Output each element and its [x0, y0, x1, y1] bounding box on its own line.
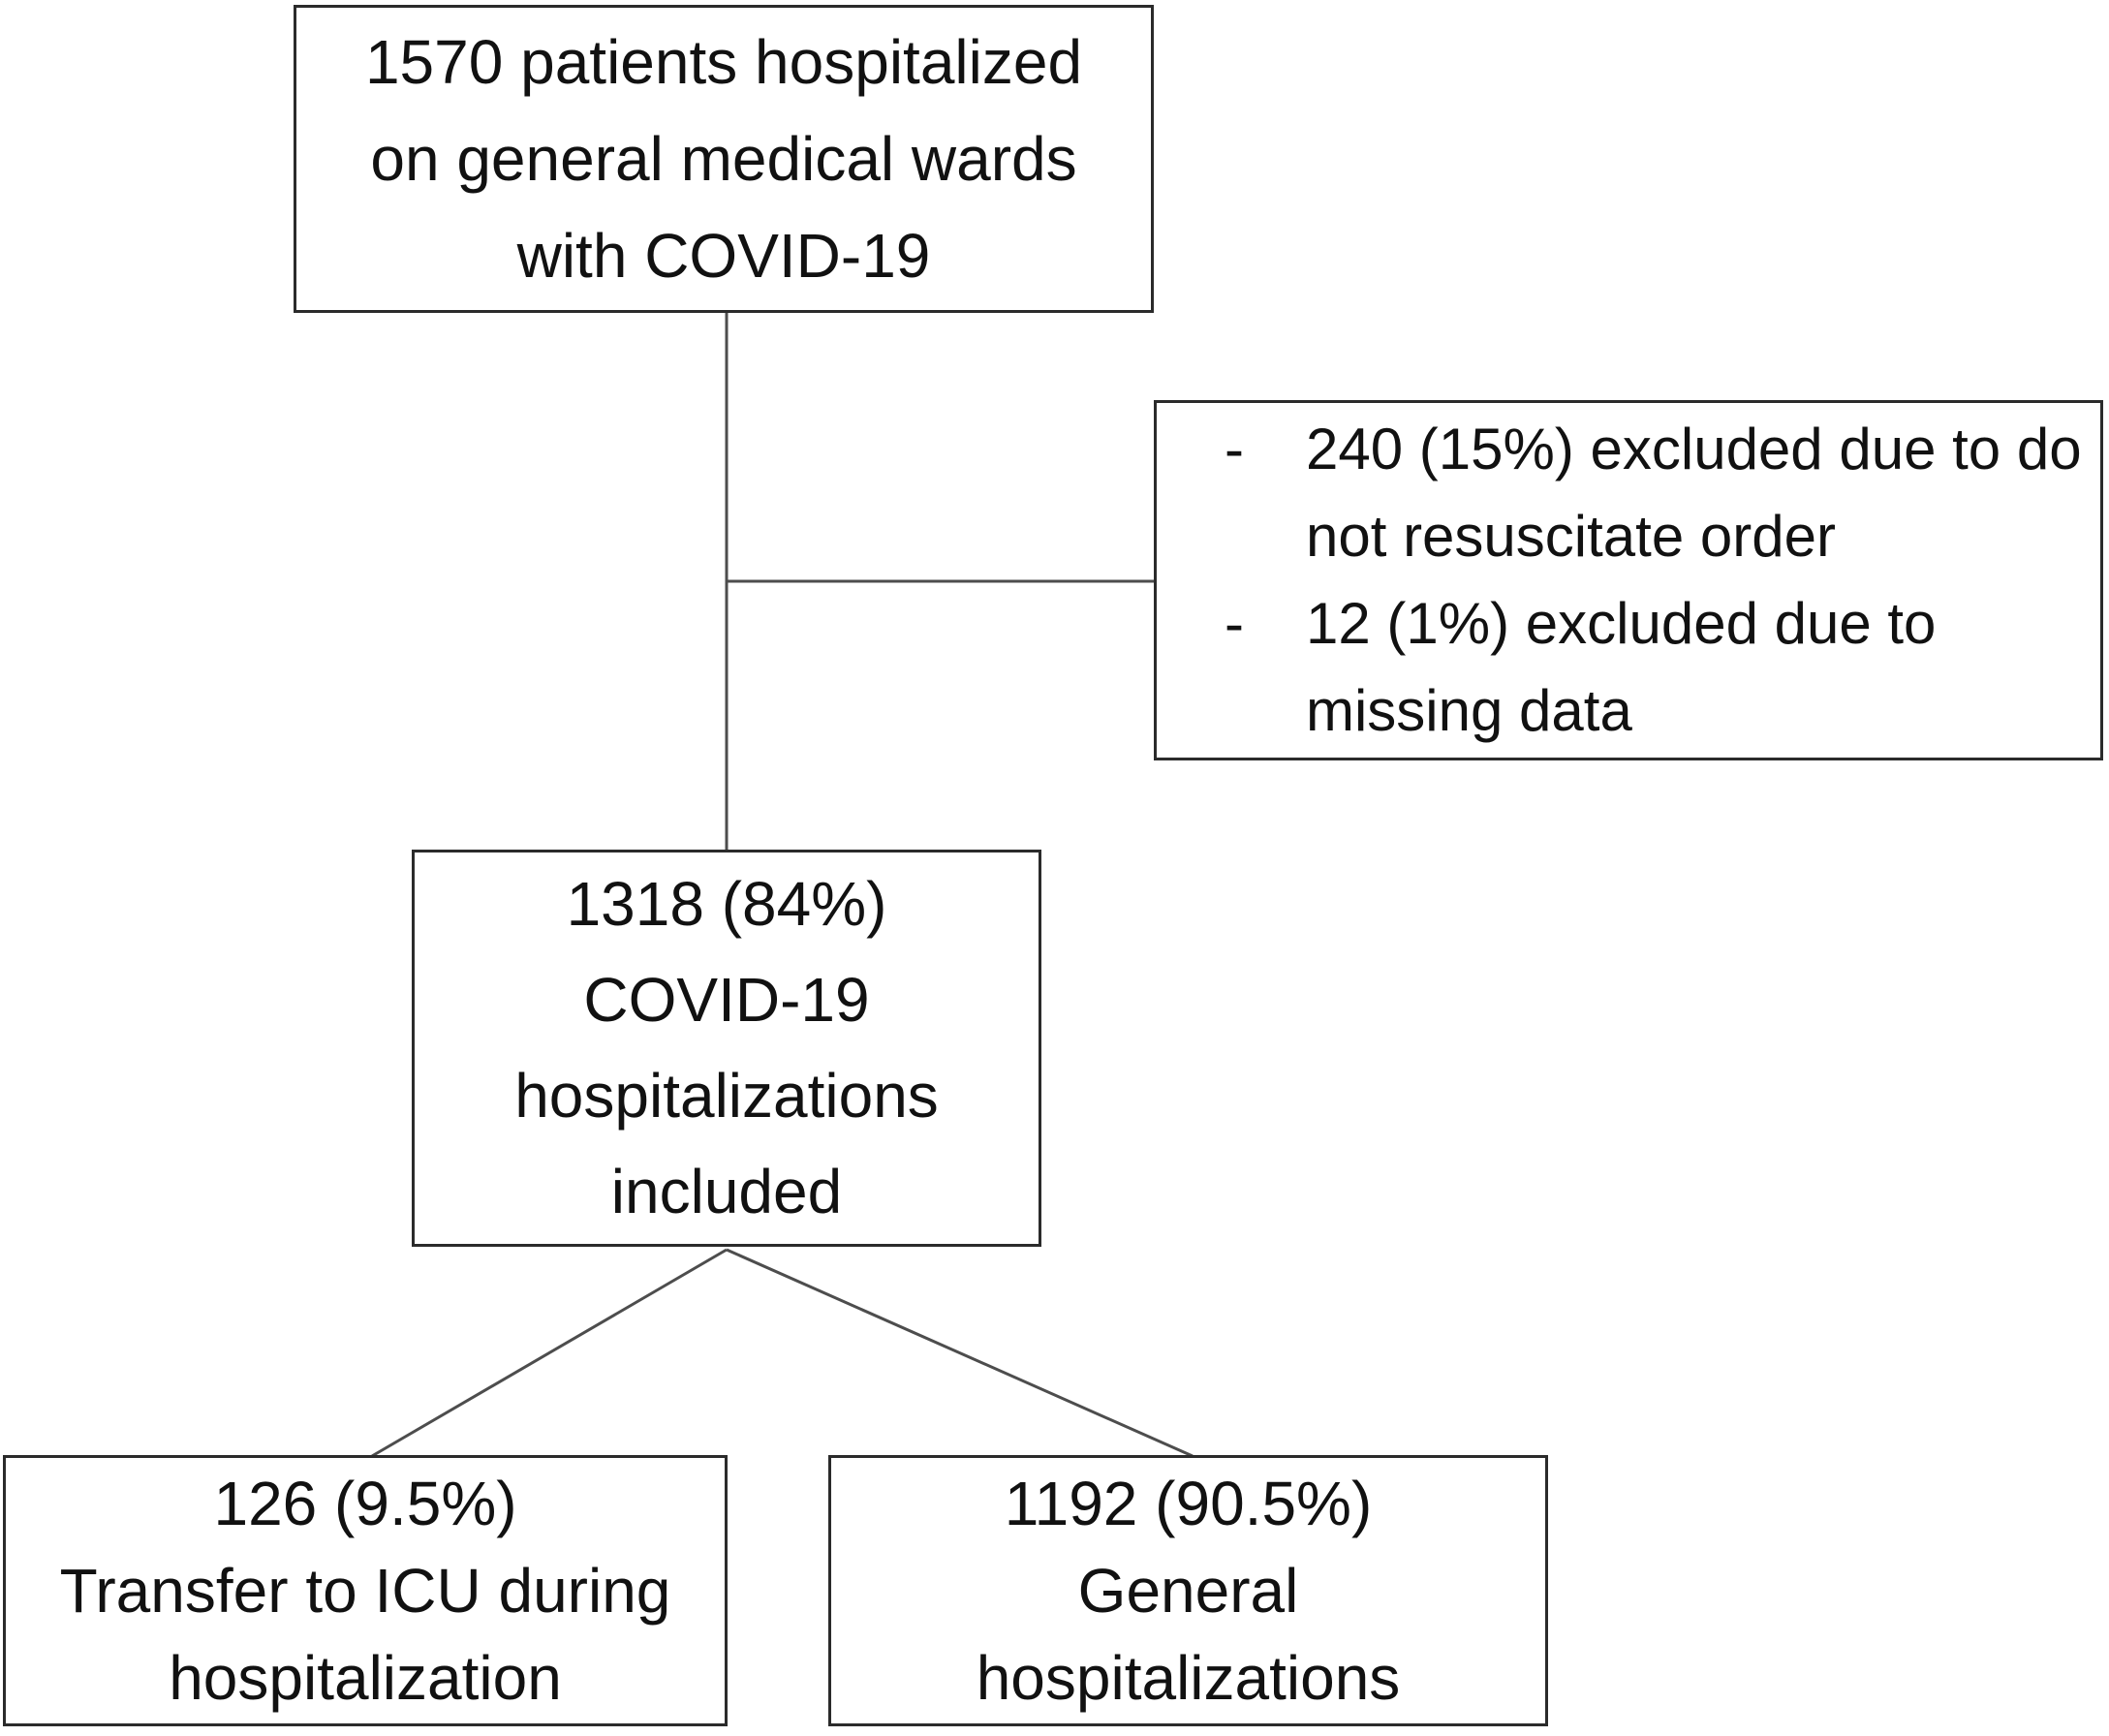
- box-line: included: [610, 1157, 843, 1226]
- exclusion-text: 240 (15%) excluded due to do not resusci…: [1306, 406, 2082, 580]
- box-line: 126 (9.5%): [213, 1469, 517, 1538]
- dash-bullet: -: [1225, 417, 1244, 481]
- exclusions-box: - 240 (15%) excluded due to do not resus…: [1154, 400, 2103, 760]
- exclusion-text: 12 (1%) excluded due to missing data: [1306, 580, 2081, 755]
- box-line: 240 (15%) excluded due to do: [1306, 417, 2082, 481]
- connector-included-to-icu: [371, 1248, 728, 1458]
- connector-included-to-general: [726, 1248, 1194, 1458]
- box-line: Transfer to ICU during: [59, 1556, 671, 1626]
- box-line: 1318 (84%): [566, 869, 887, 939]
- exclusion-list: - 240 (15%) excluded due to do not resus…: [1157, 406, 2100, 755]
- dash-bullet: -: [1225, 591, 1244, 656]
- box-line: 1192 (90.5%): [1004, 1469, 1373, 1538]
- exclusion-item: - 12 (1%) excluded due to missing data: [1225, 580, 2081, 755]
- box-line: not resuscitate order: [1306, 504, 1836, 569]
- source-population-box: 1570 patients hospitalized on general me…: [294, 5, 1154, 313]
- box-line: hospitalizations: [976, 1643, 1401, 1713]
- general-hospitalizations-box: 1192 (90.5%) General hospitalizations: [828, 1455, 1548, 1726]
- included-box: 1318 (84%) COVID-19 hospitalizations inc…: [412, 850, 1041, 1247]
- box-line: on general medical wards: [370, 124, 1077, 194]
- icu-transfer-box: 126 (9.5%) Transfer to ICU during hospit…: [3, 1455, 728, 1726]
- box-line: 1570 patients hospitalized: [364, 27, 1083, 97]
- box-line: 12 (1%) excluded due to: [1306, 591, 1937, 656]
- box-line: hospitalization: [169, 1643, 562, 1713]
- box-line: missing data: [1306, 678, 1632, 743]
- box-line: with COVID-19: [516, 221, 931, 291]
- box-line: General: [1077, 1556, 1299, 1626]
- exclusion-item: - 240 (15%) excluded due to do not resus…: [1225, 406, 2082, 580]
- box-line: COVID-19: [583, 965, 870, 1035]
- box-line: hospitalizations: [514, 1061, 939, 1131]
